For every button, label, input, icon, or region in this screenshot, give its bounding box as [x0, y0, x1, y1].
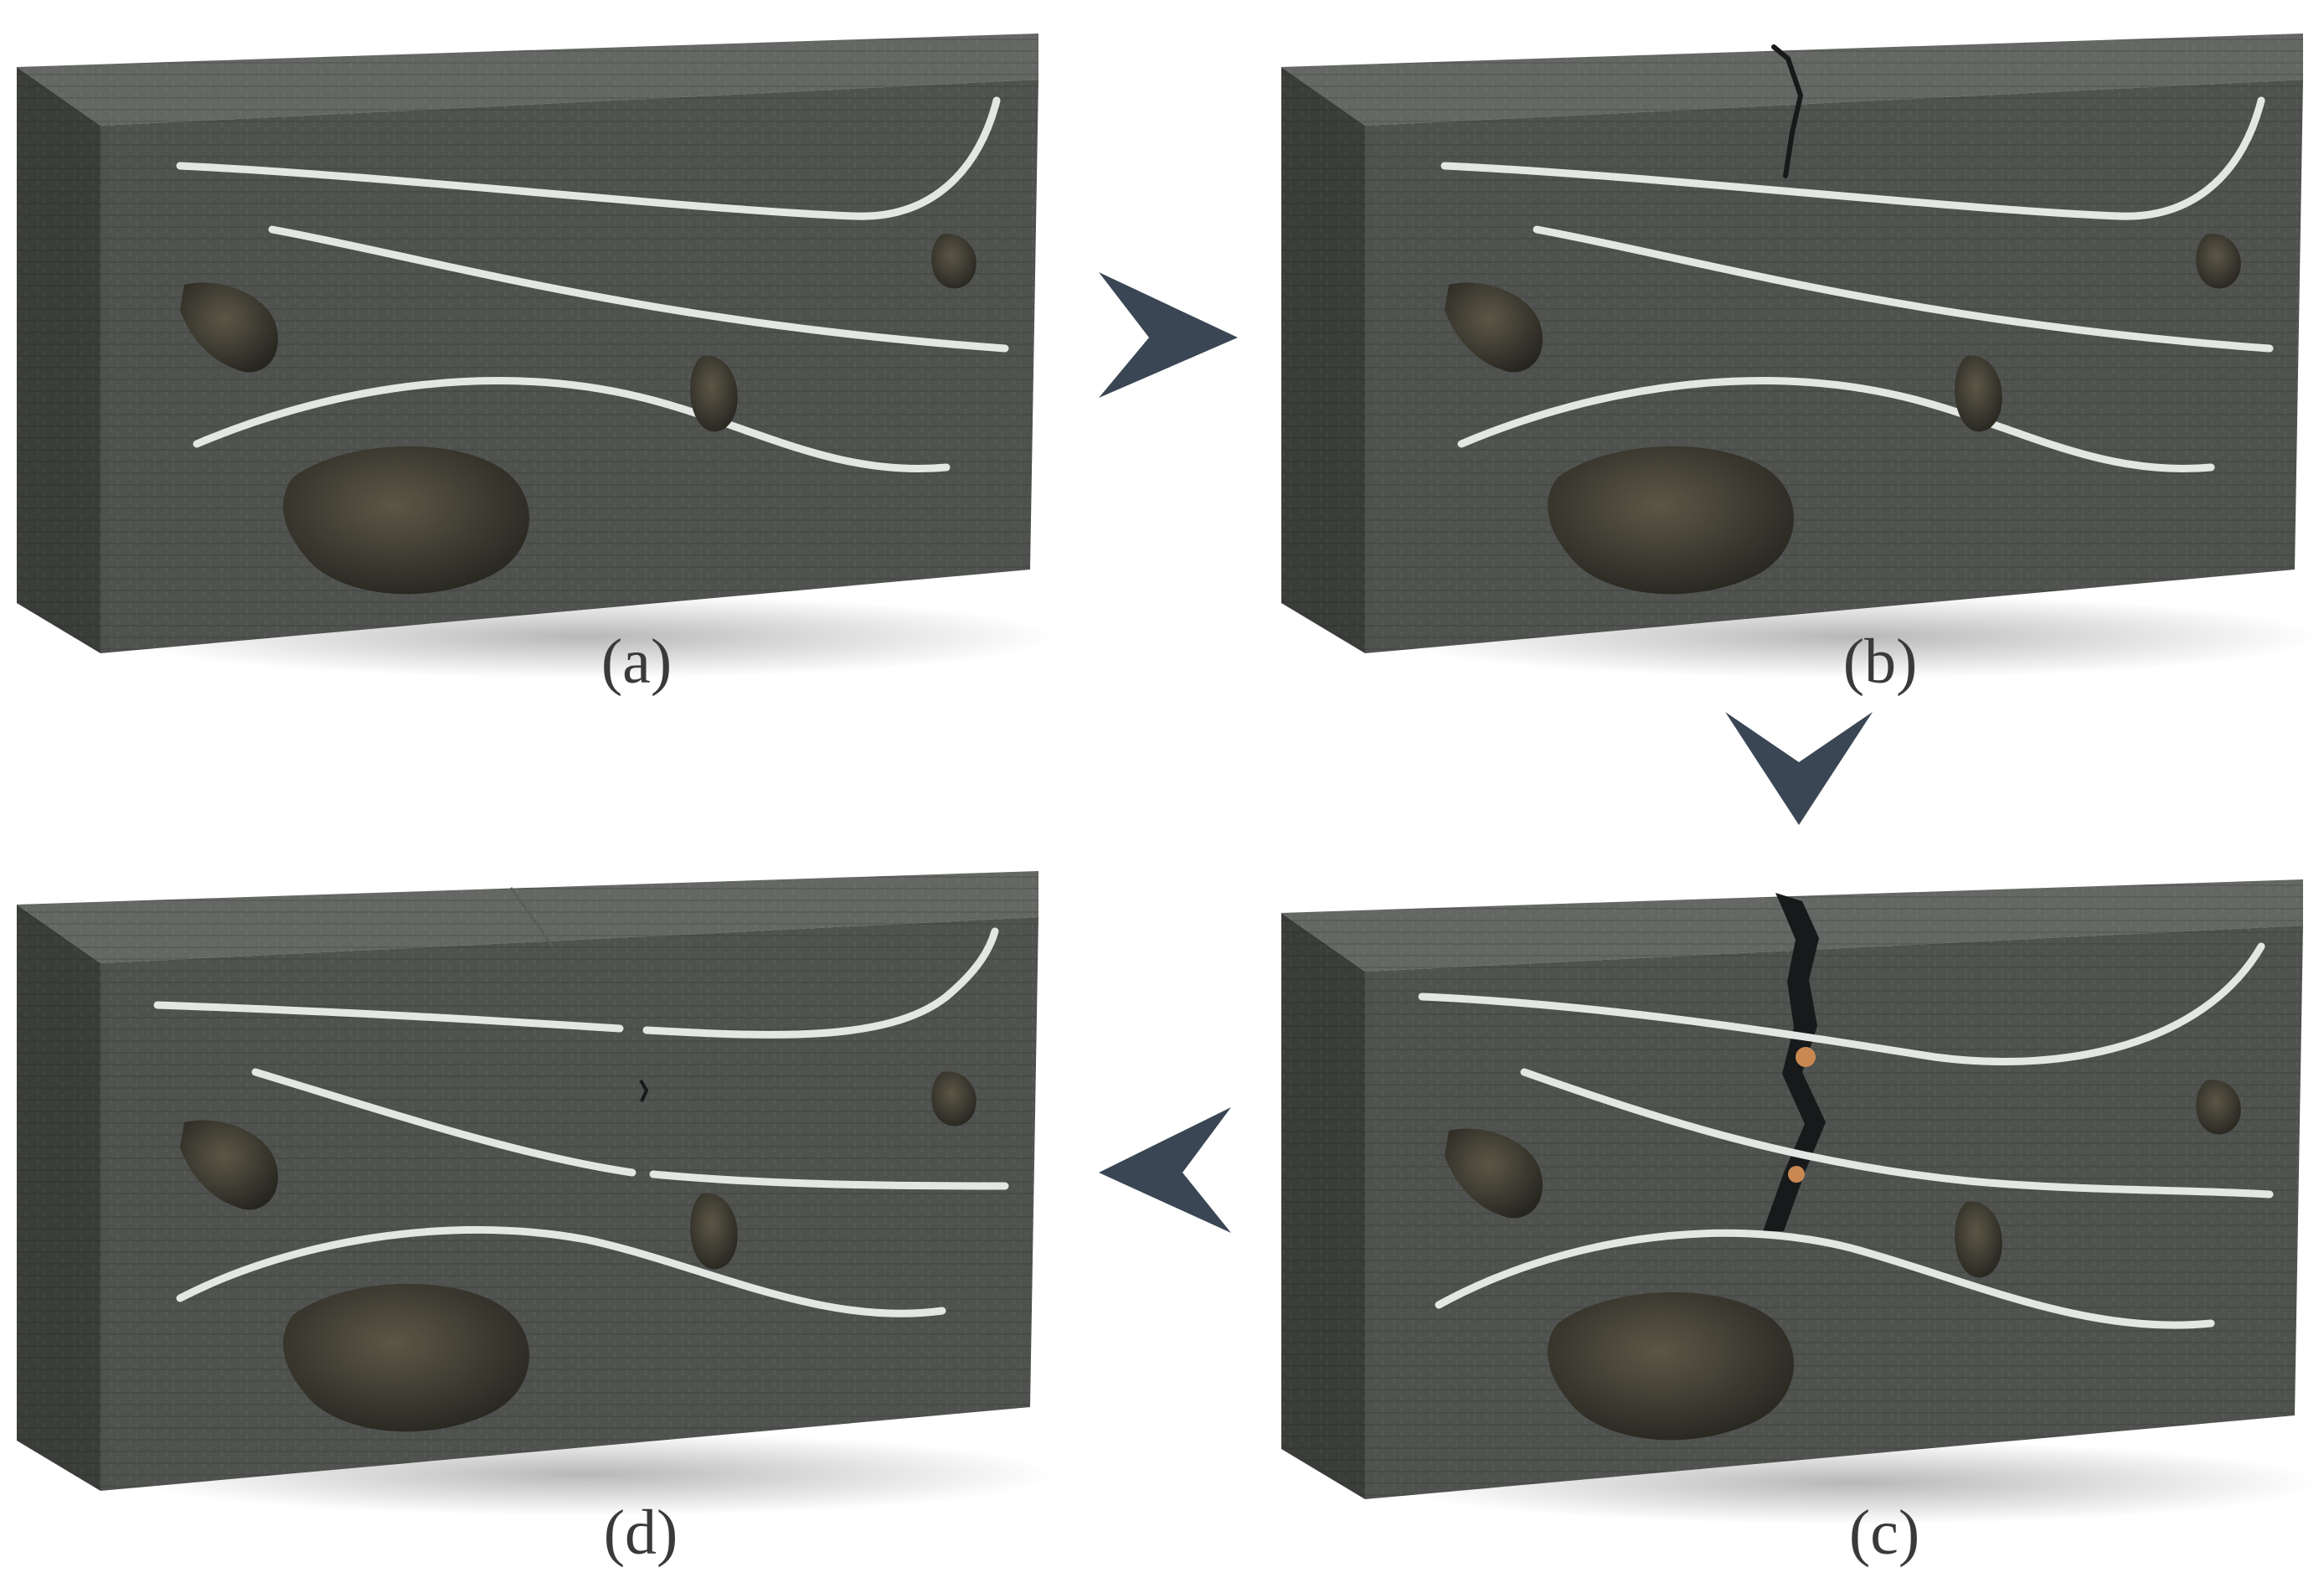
panel-c-through-crack-block [1281, 879, 2320, 1524]
panel-a-label: (a) [601, 626, 672, 697]
crack-initial [1771, 44, 1804, 178]
steel-fibers [176, 96, 1009, 473]
aggregates [180, 1071, 976, 1432]
fiber-1 [1440, 96, 2265, 220]
healed-crack-remnant [639, 1079, 649, 1102]
fiber-1-left [153, 1001, 624, 1033]
aggregate-small-center [690, 355, 738, 432]
aggregate-small-left [1445, 1128, 1543, 1219]
panel-d-label: (d) [604, 1498, 678, 1568]
fiber-2 [1520, 1068, 2274, 1199]
healed-seam [509, 887, 554, 947]
fiber-1 [176, 96, 1001, 220]
aggregate-large [283, 446, 530, 595]
fiber-3 [1457, 377, 2215, 473]
aggregate-small-right [931, 1071, 976, 1127]
steel-fibers [1418, 942, 2274, 1329]
aggregate-small-center [690, 1193, 738, 1270]
bridging-contact-1 [1796, 1047, 1816, 1067]
aggregate-large [1548, 1292, 1795, 1441]
panel-b-initial-crack-block [1281, 34, 2320, 678]
fiber-3 [176, 1225, 946, 1317]
aggregate-small-right [931, 234, 976, 289]
panel-a-intact-block [17, 34, 1055, 678]
fiber-2 [1533, 225, 2274, 353]
arrow-right-icon [1099, 272, 1238, 398]
fiber-crack-contacts [1788, 1047, 1816, 1183]
aggregates [180, 234, 976, 595]
crack-through [1763, 893, 1826, 1231]
steel-fibers [153, 927, 1009, 1317]
fiber-3 [1435, 1229, 2215, 1329]
steel-fibers [1440, 96, 2274, 473]
bridging-contact-2 [1788, 1166, 1805, 1183]
aggregate-small-right [2196, 1080, 2241, 1135]
fiber-2-right [649, 1170, 1009, 1190]
fiber-2-left [251, 1068, 636, 1177]
aggregates [1445, 1080, 2241, 1441]
fiber-2 [268, 225, 1009, 353]
fiber-3 [193, 377, 951, 473]
aggregate-small-center [1955, 1201, 2002, 1278]
arrow-left-icon [1099, 1107, 1231, 1233]
fiber-1 [1418, 942, 2265, 1066]
panel-d-healed-block [17, 871, 1055, 1516]
aggregate-small-left [180, 282, 278, 373]
aggregate-small-right [2196, 234, 2241, 289]
fiber-1-right [642, 927, 999, 1039]
aggregate-small-center [1955, 355, 2002, 432]
panel-c-label: (c) [1849, 1498, 1919, 1568]
aggregates [1445, 234, 2241, 595]
aggregate-small-left [180, 1120, 278, 1210]
panel-b-label: (b) [1843, 626, 1918, 697]
aggregate-large [283, 1283, 530, 1432]
arrow-down-icon [1725, 712, 1873, 825]
aggregate-small-left [1445, 282, 1543, 373]
aggregate-large [1548, 446, 1795, 595]
